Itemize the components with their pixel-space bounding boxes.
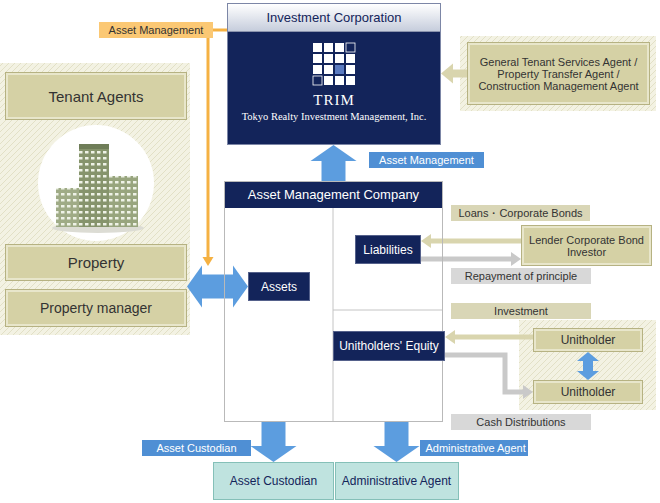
balance-divider <box>333 207 334 422</box>
company-box: Asset Management CompanyAssets Liabilitie… <box>224 181 443 422</box>
connector-line <box>445 355 524 392</box>
arrow-head <box>577 352 599 361</box>
arrow-head <box>445 330 455 344</box>
flow-label: Asset Management <box>99 22 213 38</box>
unitholder-box: Unitholder <box>533 328 643 352</box>
box-label: Asset Custodian <box>230 474 317 488</box>
balance-divider <box>333 310 443 311</box>
flow-label: Administrative Agent <box>420 440 528 456</box>
unitholder-box: Unitholder <box>533 380 643 404</box>
agent-box: Administrative Agent <box>335 462 459 500</box>
connector-line <box>431 239 522 244</box>
building-illustration <box>38 125 154 241</box>
corporation-box: Investment CorporationTRIMTokyo Realty I… <box>227 3 441 145</box>
flow-label: Cash Distributions <box>451 414 591 430</box>
agent-box: Tenant Agents <box>5 72 187 120</box>
connector <box>251 422 297 462</box>
connector <box>441 64 467 84</box>
connector <box>374 422 420 462</box>
connector-line <box>202 275 234 299</box>
box-label: Liabilities <box>363 243 412 257</box>
balance-item: Assets <box>248 272 310 301</box>
flow-label: Investment <box>451 303 591 319</box>
agent-panel <box>460 36 656 111</box>
box-label: Unitholders' Equity <box>339 339 439 353</box>
arrow-head <box>187 266 202 308</box>
connector <box>421 252 521 266</box>
arrow-head <box>511 252 521 266</box>
arrow-head <box>233 266 248 308</box>
lender-box: Lender Corporate Bond Investor <box>521 225 652 266</box>
box-label: Property <box>68 254 125 271</box>
connector-line <box>421 257 512 262</box>
agent-box: Asset Custodian <box>213 462 334 500</box>
balance-item: Unitholders' Equity <box>333 331 445 361</box>
box-label: Tenant Agents <box>48 88 143 105</box>
connector <box>445 330 533 344</box>
connector-line <box>583 361 593 372</box>
box-label: General Tenant Services Agent / Property… <box>472 56 645 92</box>
flow-label: Loans・Corporate Bonds <box>451 205 590 221</box>
unitholder-panel <box>519 320 656 410</box>
connector-line <box>322 161 346 182</box>
box-heading: Asset Management Company <box>225 182 442 208</box>
connector <box>187 266 248 308</box>
flow-label: Asset Custodian <box>142 440 251 456</box>
connector-line <box>385 422 409 447</box>
arrow-head <box>421 234 431 248</box>
box-label: Assets <box>261 280 297 294</box>
arrow-head <box>441 64 453 84</box>
logo-word: TRIM <box>313 92 355 109</box>
balance-item: Liabilities <box>355 235 421 264</box>
box-label: Property manager <box>40 300 152 316</box>
arrow-head <box>577 371 599 380</box>
property-panel <box>0 63 190 335</box>
agent-box: General Tenant Services Agent / Property… <box>467 42 650 105</box>
box-heading: Investment Corporation <box>228 4 440 32</box>
flow-label: Repayment of principle <box>451 268 591 284</box>
connector-line <box>262 422 286 447</box>
connector <box>421 234 521 248</box>
arrow-head <box>311 145 357 161</box>
company-name: Tokyo Realty Investment Management, Inc. <box>239 109 430 127</box>
connector <box>311 145 357 181</box>
company-body <box>224 181 443 422</box>
connector-line <box>453 70 468 78</box>
manager-box: Property manager <box>5 289 187 327</box>
box-label: Administrative Agent <box>342 474 451 488</box>
trim-logo <box>312 42 356 86</box>
property-box: Property <box>5 244 187 281</box>
connector <box>577 352 599 380</box>
box-label: Unitholder <box>561 333 616 347</box>
arrow-head <box>251 446 297 462</box>
connector <box>445 355 533 399</box>
box-label: Unitholder <box>561 385 616 399</box>
arrow-head <box>203 257 214 266</box>
box-label: Lender Corporate Bond Investor <box>525 234 648 258</box>
flow-label: Asset Management <box>369 152 484 168</box>
arrow-head <box>523 385 533 399</box>
arrow-head <box>374 446 420 462</box>
connector-line <box>455 335 534 340</box>
